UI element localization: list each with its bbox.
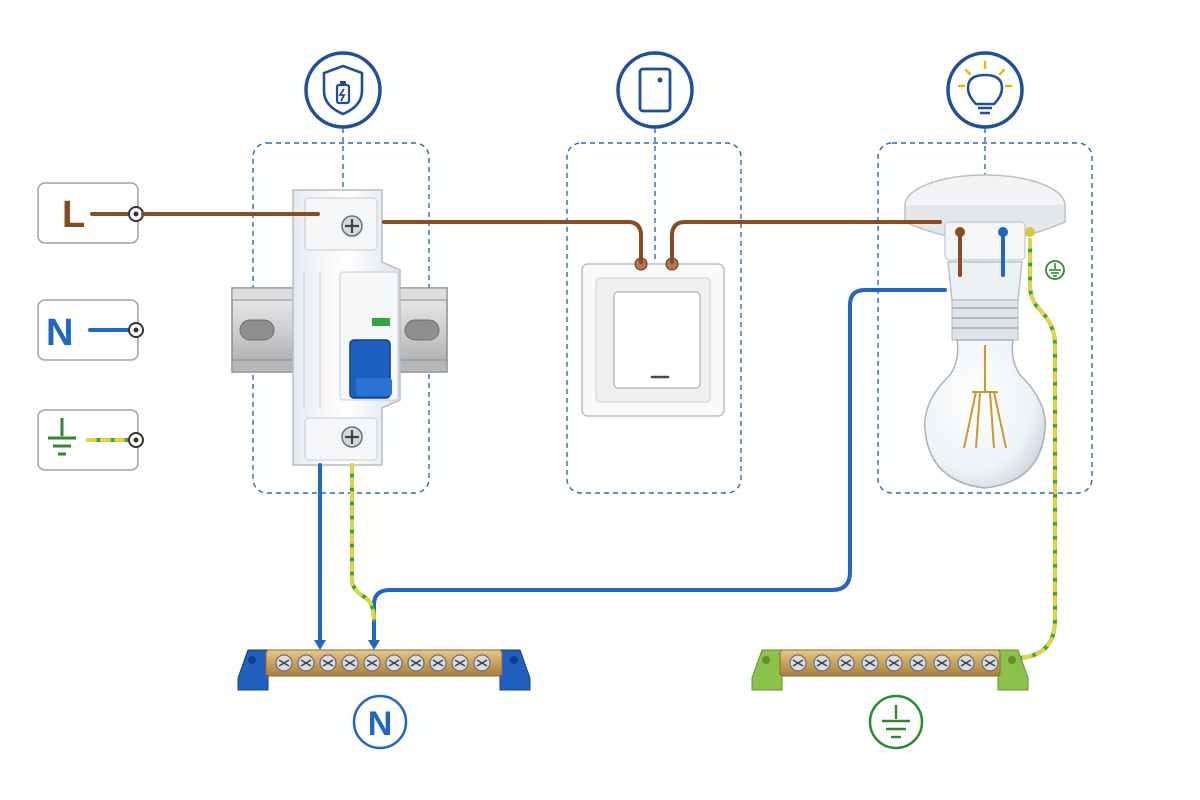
neutral-input-terminal: N (37, 299, 144, 361)
bulb-glass (923, 339, 1047, 489)
neutral-wire-run (318, 234, 1005, 642)
switch-frame (566, 142, 742, 494)
line-input-terminal: L (37, 182, 144, 244)
lamp-frame (877, 142, 1093, 494)
switch-icon (616, 51, 694, 129)
earth-busbar-screws (789, 654, 999, 672)
neutral-busbar-screws (275, 654, 491, 672)
lamp-holder-with-bulb (904, 174, 1066, 489)
earth-bus-icon (868, 694, 924, 750)
lightbulb-icon (946, 51, 1024, 129)
line-label: L (62, 194, 85, 236)
shield-battery-icon (304, 51, 382, 129)
neutral-bus-letter: N (368, 705, 393, 743)
earth-symbol-icon (48, 418, 76, 456)
circuit-breaker (292, 189, 401, 466)
lamp-earth-icon (1045, 260, 1065, 280)
neutral-label: N (46, 312, 73, 354)
switch-rocker (613, 291, 701, 389)
earth-input-terminal (37, 409, 144, 471)
breaker-frame (252, 142, 430, 494)
earth-wire-run (350, 238, 1057, 660)
neutral-bus-label: N (352, 694, 408, 750)
line-wire-run (141, 212, 962, 277)
light-switch (581, 257, 725, 417)
